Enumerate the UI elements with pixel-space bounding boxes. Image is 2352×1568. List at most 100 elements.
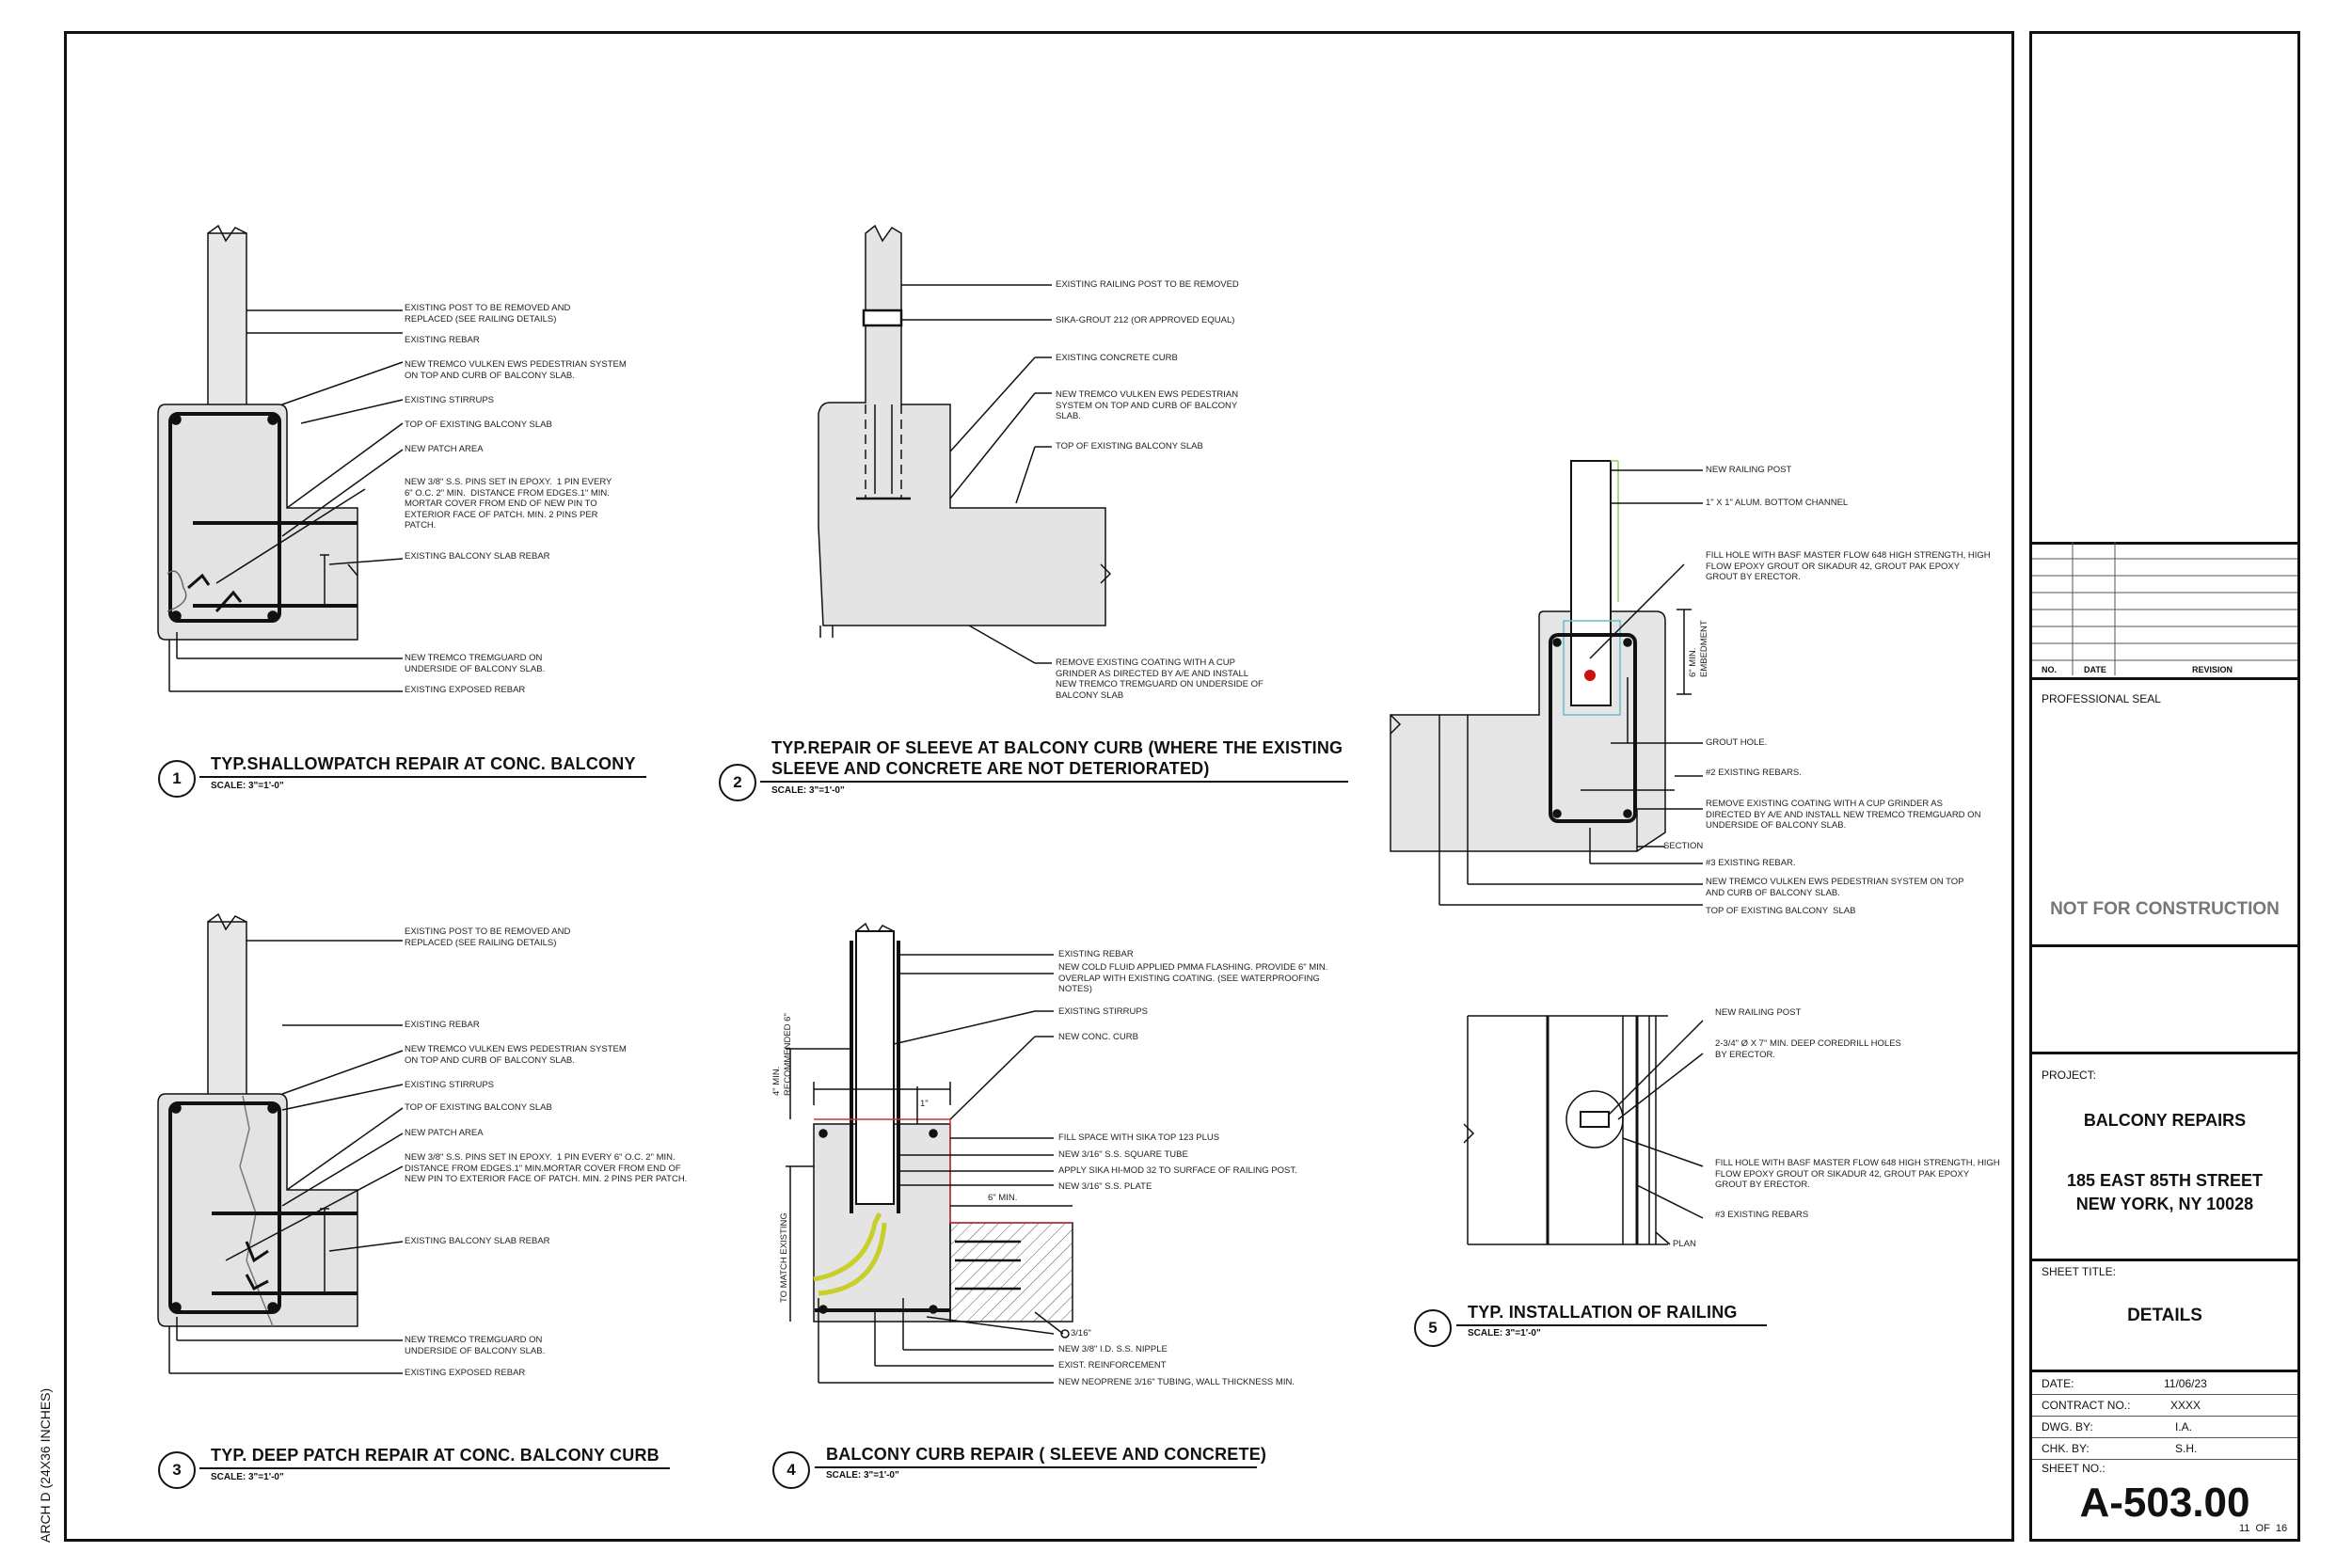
date-value: 11/06/23 (2164, 1377, 2207, 1390)
divider (2032, 1259, 2297, 1261)
note: EXISTING REBAR (405, 1020, 480, 1030)
embedment-dim: 6" MIN. EMBEDMENT (1688, 620, 1709, 677)
project-label: PROJECT: (2042, 1069, 2097, 1082)
section-tag: SECTION (1663, 841, 1704, 851)
note: FILL HOLE WITH BASF MASTER FLOW 648 HIGH… (1715, 1158, 2000, 1190)
divider (2032, 1052, 2297, 1054)
detail-4-drawing (786, 922, 1073, 1384)
note: #3 EXISTING REBARS (1715, 1210, 1809, 1220)
title-block: NO. DATE REVISION PROFESSIONAL SEAL NOT … (2029, 31, 2300, 1542)
note: NEW PATCH AREA (405, 1128, 484, 1138)
note: NEW TREMCO VULKEN EWS PEDESTRIAN SYSTEM … (1706, 877, 1964, 898)
note: FILL SPACE WITH SIKA TOP 123 PLUS (1058, 1132, 1220, 1143)
note: NEW COLD FLUID APPLIED PMMA FLASHING. PR… (1058, 962, 1328, 994)
note: REMOVE EXISTING COATING WITH A CUP GRIND… (1706, 799, 1981, 831)
detail-5-title: TYP. INSTALLATION OF RAILING (1468, 1303, 1738, 1322)
note: EXISTING REBAR (405, 335, 480, 345)
note: EXIST. REINFORCEMENT (1058, 1360, 1167, 1370)
revision-col-date: DATE (2084, 665, 2106, 674)
note: EXISTING POST TO BE REMOVED AND REPLACED… (405, 303, 571, 325)
detail-3-title: TYP. DEEP PATCH REPAIR AT CONC. BALCONY … (211, 1446, 660, 1465)
divider (2032, 1416, 2297, 1417)
note: EXISTING POST TO BE REMOVED AND REPLACED… (405, 927, 571, 948)
dim-1-inch: 1" (920, 1099, 929, 1109)
note: EXISTING STIRRUPS (405, 395, 495, 405)
not-for-construction-stamp: NOT FOR CONSTRUCTION (2050, 899, 2280, 919)
detail-2-title-line2: SLEEVE AND CONCRETE ARE NOT DETERIORATED… (771, 759, 1210, 778)
note: EXISTING CONCRETE CURB (1056, 353, 1178, 363)
sheet-title: DETAILS (2127, 1306, 2202, 1325)
detail-5-scale: SCALE: 3"=1'-0" (1468, 1328, 1541, 1338)
detail-3-number: 3 (158, 1451, 196, 1489)
detail-2-scale: SCALE: 3"=1'-0" (771, 785, 845, 796)
note: 3/16" (1071, 1328, 1091, 1338)
detail-5-underline (1456, 1324, 1767, 1326)
sheet-count: 11 OF 16 (2239, 1523, 2288, 1534)
note: NEW PATCH AREA (405, 444, 484, 454)
revision-col-no: NO. (2042, 665, 2058, 674)
note: APPLY SIKA HI-MOD 32 TO SURFACE OF RAILI… (1058, 1165, 1297, 1176)
sheet-title-label: SHEET TITLE: (2042, 1265, 2116, 1278)
note: TOP OF EXISTING BALCONY SLAB (1056, 441, 1203, 451)
detail-3-scale: SCALE: 3"=1'-0" (211, 1472, 284, 1482)
detail-4-number: 4 (772, 1451, 810, 1489)
detail-1-underline (199, 776, 646, 778)
project-address-1: 185 EAST 85TH STREET (2066, 1171, 2264, 1190)
dwg-by-value: I.A. (2175, 1420, 2193, 1433)
detail-1-scale: SCALE: 3"=1'-0" (211, 781, 284, 791)
plan-drawing (1463, 1015, 1704, 1245)
divider (2032, 1370, 2297, 1372)
divider (2032, 944, 2297, 947)
note: EXISTING BALCONY SLAB REBAR (405, 1236, 550, 1246)
drawing-border (64, 31, 2014, 1542)
detail-3-underline (199, 1467, 670, 1469)
note: EXISTING EXPOSED REBAR (405, 685, 526, 695)
detail-4-scale: SCALE: 3"=1'-0" (826, 1470, 899, 1481)
note: NEW 3/16" S.S. SQUARE TUBE (1058, 1149, 1188, 1160)
chk-by-value: S.H. (2175, 1442, 2198, 1455)
divider (2032, 1394, 2297, 1395)
note: NEW TREMCO VULKEN EWS PEDESTRIAN SYSTEM … (405, 1044, 627, 1066)
detail-2-number: 2 (719, 764, 756, 801)
chk-by-label: CHK. BY: (2042, 1442, 2090, 1455)
project-name: BALCONY REPAIRS (2083, 1111, 2247, 1130)
note: REMOVE EXISTING COATING WITH A CUP GRIND… (1056, 657, 1263, 701)
note: NEW CONC. CURB (1058, 1032, 1138, 1042)
note: NEW 3/8" I.D. S.S. NIPPLE (1058, 1344, 1168, 1354)
note: FILL HOLE WITH BASF MASTER FLOW 648 HIGH… (1706, 550, 1991, 582)
divider (2032, 1459, 2297, 1460)
detail-2-drawing (818, 224, 1112, 664)
contract-label: CONTRACT NO.: (2042, 1399, 2131, 1412)
note: NEW TREMCO TREMGUARD ON UNDERSIDE OF BAL… (405, 1335, 546, 1356)
dim-6-min: 6" MIN. (988, 1193, 1018, 1203)
note: NEW RAILING POST (1706, 465, 1792, 475)
divider (2032, 542, 2297, 545)
note: #2 EXISTING REBARS. (1706, 768, 1802, 778)
section-drawing (1390, 460, 1703, 906)
note: NEW TREMCO VULKEN EWS PEDESTRIAN SYSTEM … (405, 359, 627, 381)
dim-match-existing: TO MATCH EXISTING (779, 1212, 789, 1303)
contract-value: XXXX (2170, 1399, 2201, 1412)
dim-min-recommended: 4" MIN. RECOMMENDED 6" (771, 1013, 793, 1096)
detail-4-title: BALCONY CURB REPAIR ( SLEEVE AND CONCRET… (826, 1445, 1267, 1464)
detail-2-title-line1: TYP.REPAIR OF SLEEVE AT BALCONY CURB (WH… (771, 738, 1343, 757)
divider (2032, 1437, 2297, 1438)
note: EXISTING STIRRUPS (1058, 1006, 1149, 1017)
date-label: DATE: (2042, 1377, 2074, 1390)
note: SIKA-GROUT 212 (OR APPROVED EQUAL) (1056, 315, 1235, 325)
note: 1" X 1" ALUM. BOTTOM CHANNEL (1706, 498, 1849, 508)
note: EXISTING EXPOSED REBAR (405, 1368, 526, 1378)
dwg-by-label: DWG. BY: (2042, 1420, 2093, 1433)
revision-col-revision: REVISION (2192, 665, 2233, 674)
note: EXISTING RAILING POST TO BE REMOVED (1056, 279, 1239, 290)
detail-2-underline (760, 781, 1348, 783)
detail-5-number: 5 (1414, 1309, 1452, 1347)
detail-4-underline (815, 1466, 1257, 1468)
plan-tag: PLAN (1673, 1239, 1696, 1249)
note: NEW 3/8" S.S. PINS SET IN EPOXY. 1 PIN E… (405, 1152, 688, 1184)
note: EXISTING BALCONY SLAB REBAR (405, 551, 550, 562)
note: EXISTING REBAR (1058, 949, 1134, 959)
note: NEW RAILING POST (1715, 1007, 1802, 1018)
note: TOP OF EXISTING BALCONY SLAB (405, 420, 552, 430)
